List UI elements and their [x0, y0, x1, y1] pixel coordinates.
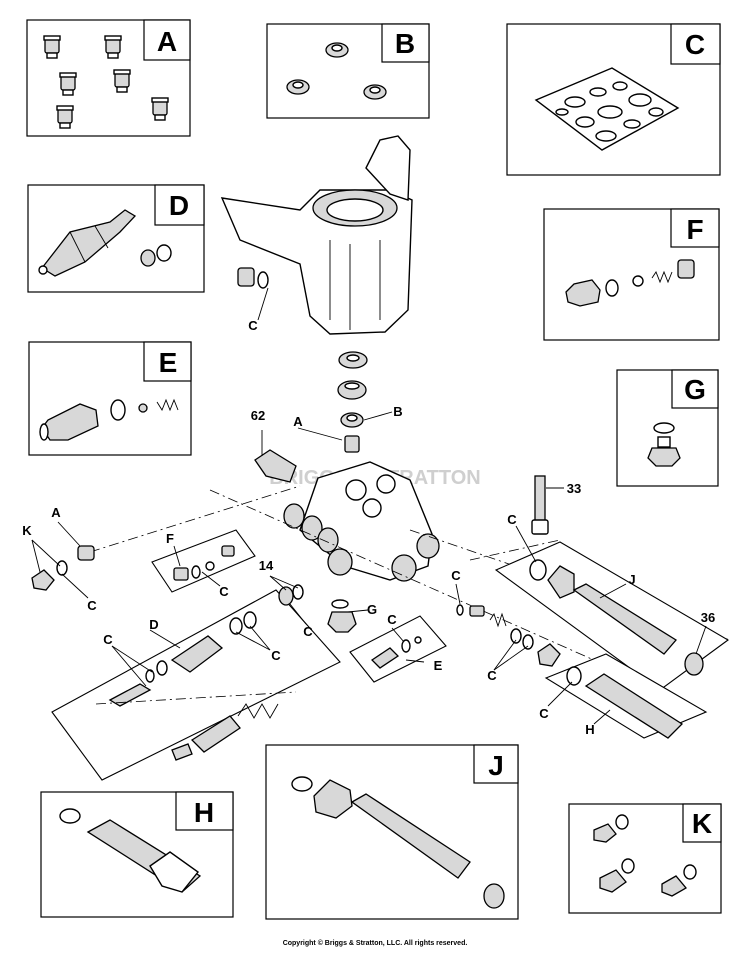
callout-c-h: C	[539, 706, 549, 721]
callout-labels: C 62 A B 33 K A C F C 14 C D C C G C E C…	[22, 318, 715, 737]
kit-label-b: B	[395, 28, 415, 59]
kit-box-g: G	[616, 369, 719, 487]
callout-36: 36	[701, 610, 715, 625]
kit-box-f: F	[543, 208, 720, 341]
callout-c-left: C	[87, 598, 97, 613]
kit-label-a: A	[157, 26, 177, 57]
kit-box-a: A	[26, 19, 191, 137]
plug-set-icon	[593, 814, 697, 897]
callout-c-e: C	[387, 612, 397, 627]
kit-label-c: C	[685, 29, 705, 60]
kit-box-c: C	[506, 23, 721, 176]
callout-c-f: C	[219, 584, 229, 599]
callout-c-right2: C	[507, 512, 517, 527]
callout-14: 14	[259, 558, 274, 573]
callout-c-crankcase: C	[248, 318, 258, 333]
kit-box-e: E	[28, 341, 192, 456]
callout-k-left: K	[22, 523, 32, 538]
plate-f	[151, 529, 256, 593]
callout-c-right1: C	[487, 668, 497, 683]
unloader-valve-icon	[38, 209, 172, 277]
kit-box-b: B	[266, 23, 430, 119]
callout-g-main: G	[367, 602, 377, 617]
callout-62: 62	[251, 408, 265, 423]
kit-box-k: K	[568, 803, 722, 914]
plate-h	[544, 653, 708, 739]
callout-33: 33	[567, 481, 581, 496]
seal-stack	[337, 351, 368, 453]
kit-label-j: J	[488, 750, 504, 781]
check-valve-icon	[39, 398, 179, 441]
kit-label-k: K	[692, 808, 712, 839]
callout-e-plate: E	[434, 658, 443, 673]
outlet-pipe-icon	[59, 808, 202, 893]
pump-manifold	[254, 430, 440, 582]
left-plug-parts	[31, 545, 95, 591]
plate-e	[349, 615, 447, 683]
callout-a-main: A	[293, 414, 303, 429]
callout-c-mid: C	[451, 568, 461, 583]
callout-c-d2: C	[271, 648, 281, 663]
callout-a-left: A	[51, 505, 61, 520]
plug-and-spring-icon	[565, 259, 695, 307]
bolt-33	[531, 475, 549, 535]
callout-h-main: H	[585, 722, 594, 737]
plate-j	[494, 541, 730, 691]
copyright-notice: Copyright © Briggs & Stratton, LLC. All …	[282, 940, 468, 947]
inlet-pipe-icon	[291, 776, 505, 909]
kit-label-f: F	[686, 214, 703, 245]
manifold-ports	[283, 503, 440, 582]
pump-crankcase	[220, 135, 413, 335]
callout-j-main: J	[628, 572, 635, 587]
o-ring-sheet-icon	[534, 67, 680, 151]
kit-label-d: D	[169, 190, 189, 221]
kit-label-g: G	[684, 374, 706, 405]
callout-f-plate: F	[166, 531, 174, 546]
drain-plug-icon	[647, 422, 681, 467]
right-mid-parts	[456, 604, 561, 667]
valve-part-icon	[43, 35, 169, 129]
callout-b-main: B	[393, 404, 402, 419]
leader-lines	[31, 287, 707, 725]
callout-d-plate: D	[149, 617, 158, 632]
kit-label-h: H	[194, 797, 214, 828]
callout-c-14: C	[303, 624, 313, 639]
plate-d	[51, 589, 341, 781]
parts-14-and-g	[278, 584, 357, 633]
kit-label-e: E	[159, 347, 178, 378]
callout-c-d1: C	[103, 632, 113, 647]
kit-box-h: H	[40, 791, 234, 918]
kit-box-d: D	[27, 184, 205, 293]
seal-ring-icon	[286, 42, 387, 100]
kit-box-j: J	[265, 744, 519, 920]
